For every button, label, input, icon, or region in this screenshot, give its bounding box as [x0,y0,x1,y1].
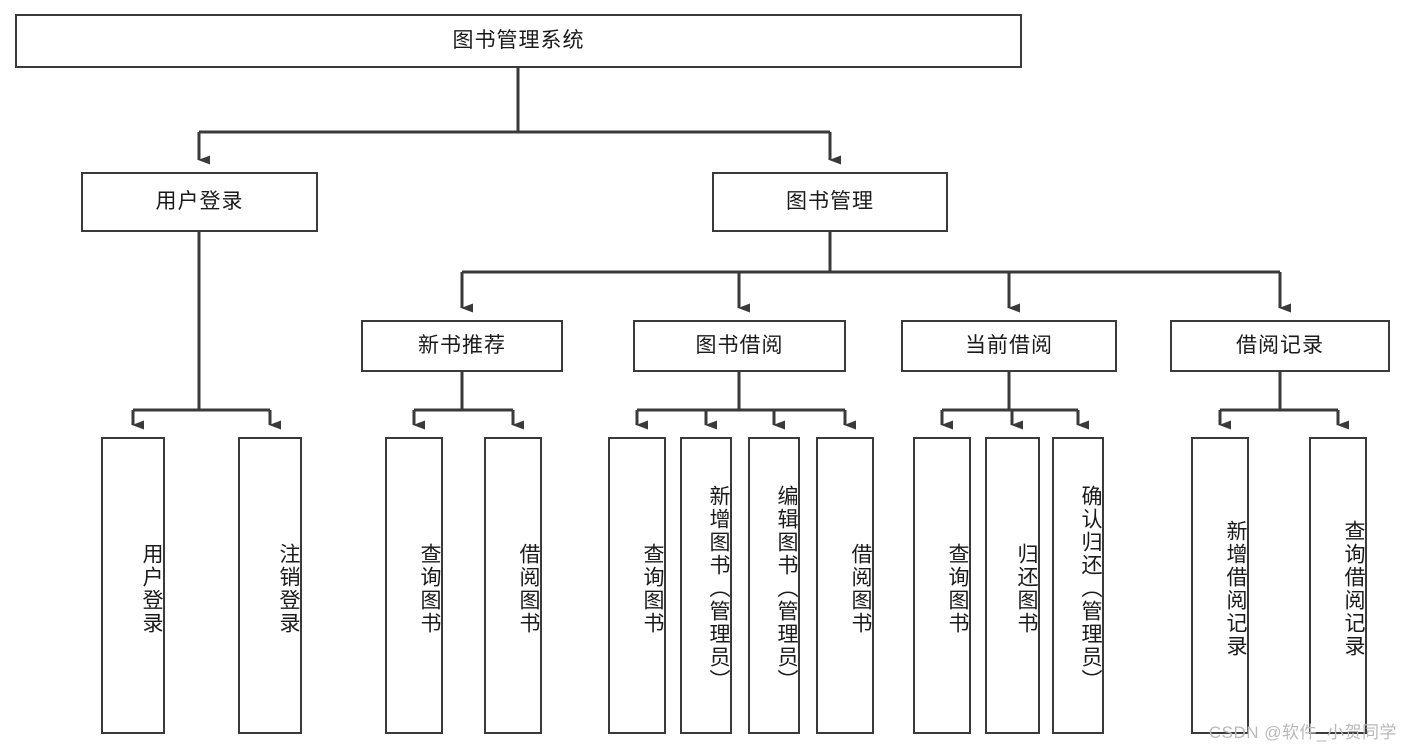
node-leaf-confirm-return[interactable]: 确认归还（管理员） [1052,437,1104,734]
node-leaf-user-login[interactable]: 用户登录 [101,437,165,734]
node-leaf-add-book[interactable]: 新增图书（管理员） [680,437,732,734]
node-label: 查询借阅记录 [1342,519,1365,658]
node-label: 用户登录 [155,189,244,213]
node-leaf-borrow-book-2[interactable]: 借阅图书 [816,437,874,734]
node-book-borrow[interactable]: 图书借阅 [633,320,846,372]
node-label: 借阅图书 [849,542,872,635]
node-new-book-recommend[interactable]: 新书推荐 [361,320,563,372]
watermark-text: CSDN @软件_小贺同学 [1208,723,1397,742]
node-leaf-query-book-2[interactable]: 查询图书 [608,437,666,734]
node-user-login[interactable]: 用户登录 [81,172,318,232]
node-leaf-query-borrow-record[interactable]: 查询借阅记录 [1309,437,1367,734]
node-label: 注销登录 [277,542,300,635]
node-current-borrow[interactable]: 当前借阅 [901,320,1117,372]
node-label: 查询图书 [418,542,441,635]
node-label: 归还图书 [1015,542,1038,635]
node-leaf-logout-login[interactable]: 注销登录 [238,437,302,734]
node-book-manage[interactable]: 图书管理 [712,172,948,232]
node-leaf-borrow-book-1[interactable]: 借阅图书 [484,437,542,734]
node-label: 查询图书 [641,542,664,635]
node-label: 当前借阅 [965,333,1053,357]
node-label: 图书管理系统 [452,28,585,52]
node-borrow-record[interactable]: 借阅记录 [1170,320,1390,372]
node-label: 新书推荐 [418,333,506,357]
node-label: 借阅记录 [1236,333,1324,357]
node-label: 确认归还（管理员） [1079,485,1102,692]
node-label: 新增图书（管理员） [707,485,730,692]
node-leaf-add-borrow-record[interactable]: 新增借阅记录 [1191,437,1249,734]
node-leaf-edit-book[interactable]: 编辑图书（管理员） [748,437,800,734]
node-label: 用户登录 [140,542,163,635]
node-label: 图书管理 [786,189,874,213]
node-leaf-query-book-1[interactable]: 查询图书 [385,437,443,734]
node-label: 新增借阅记录 [1224,519,1247,658]
node-leaf-query-book-3[interactable]: 查询图书 [913,437,971,734]
node-label: 借阅图书 [517,542,540,635]
node-label: 编辑图书（管理员） [775,485,798,692]
node-root-title[interactable]: 图书管理系统 [15,14,1022,68]
node-label: 图书借阅 [695,333,784,357]
node-label: 查询图书 [946,542,969,635]
node-leaf-return-book[interactable]: 归还图书 [985,437,1040,734]
